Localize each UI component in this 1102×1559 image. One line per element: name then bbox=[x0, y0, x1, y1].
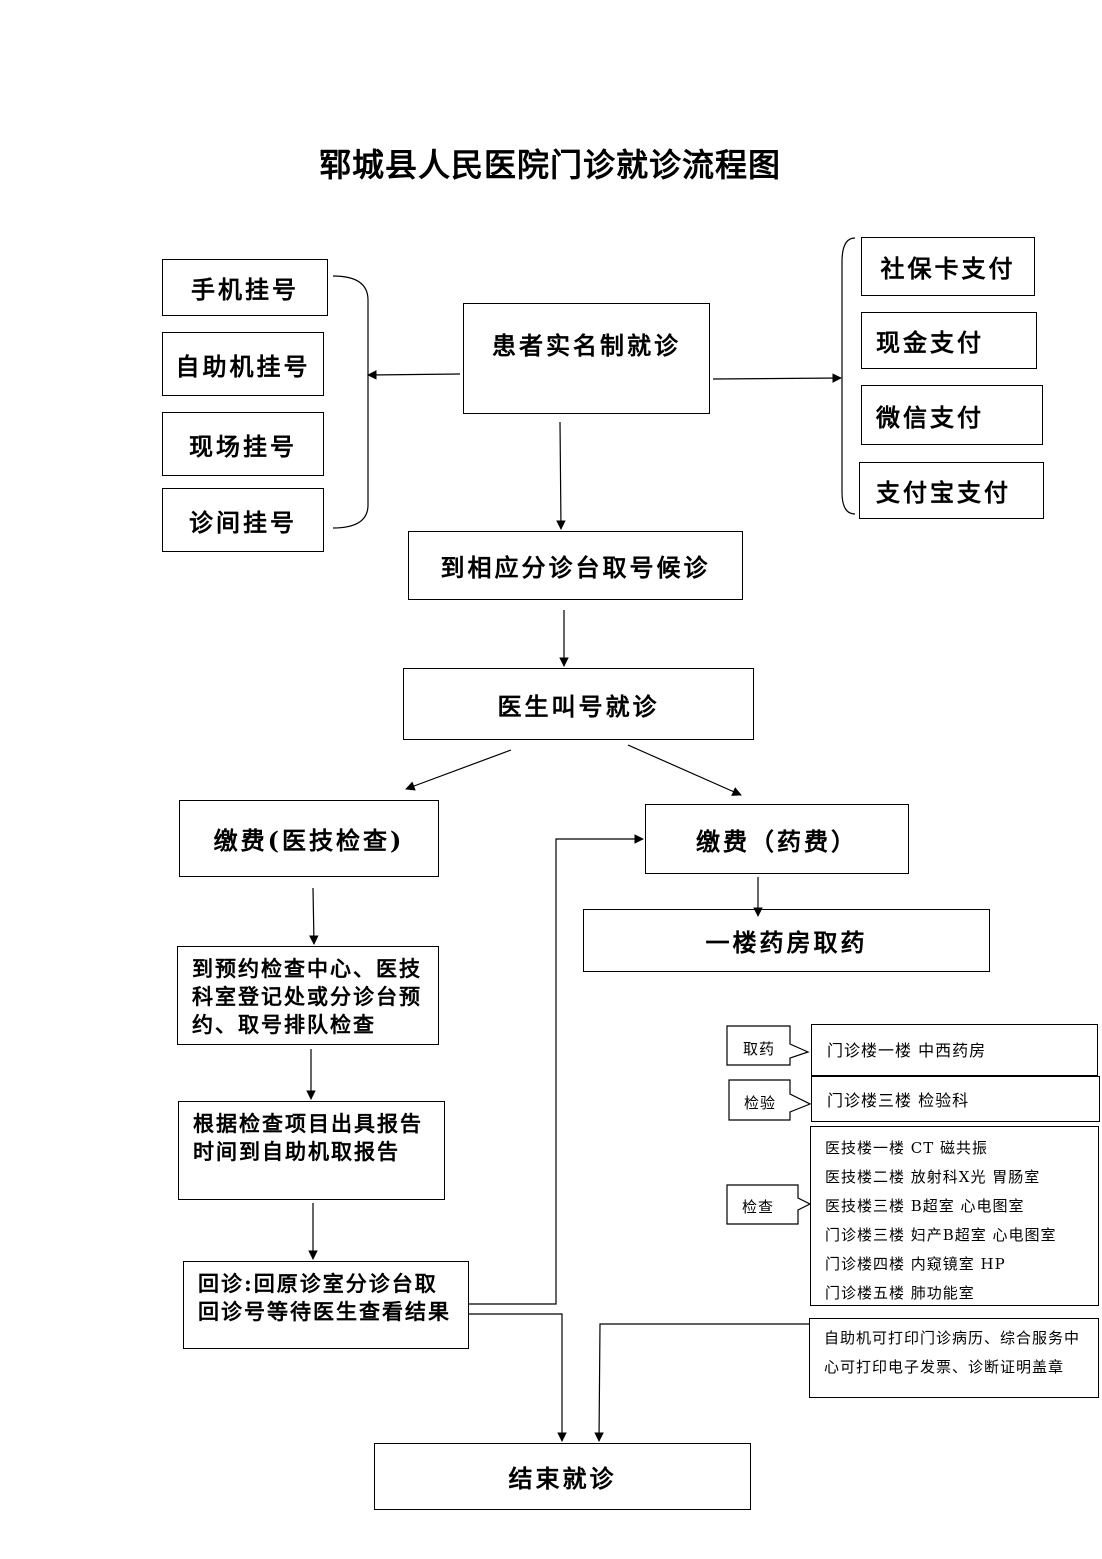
callout-lab-shape bbox=[728, 1079, 812, 1121]
arrow-revisit-end bbox=[469, 1313, 567, 1442]
reg-box-clinic: 诊间挂号 bbox=[162, 488, 324, 552]
step-real-name: 患者实名制就诊 bbox=[463, 303, 710, 414]
exam-location-line: 门诊楼四楼 内窥镜室 HP bbox=[825, 1255, 1006, 1273]
pay-label: 支付宝支付 bbox=[876, 478, 1011, 507]
pay-box-alipay: 支付宝支付 bbox=[859, 462, 1044, 519]
step-report: 根据检查项目出具报告时间到自助机取报告 bbox=[178, 1101, 445, 1200]
step-label: 缴费(医技检查) bbox=[213, 826, 405, 855]
callout-drug-shape bbox=[726, 1025, 810, 1066]
arrow-to-registration bbox=[367, 370, 461, 380]
reg-label: 自助机挂号 bbox=[175, 351, 311, 381]
reg-label: 现场挂号 bbox=[189, 431, 297, 461]
payment-bracket bbox=[841, 237, 856, 515]
info-text: 门诊楼一楼 中西药房 bbox=[827, 1041, 987, 1060]
reg-box-onsite: 现场挂号 bbox=[162, 412, 324, 476]
pay-label: 微信支付 bbox=[876, 402, 984, 432]
info-text: 门诊楼三楼 检验科 bbox=[827, 1091, 970, 1110]
info-lab-location: 门诊楼三楼 检验科 bbox=[811, 1076, 1100, 1122]
step-label: 结束就诊 bbox=[508, 1464, 617, 1493]
step-pay-exam: 缴费(医技检查) bbox=[179, 800, 439, 877]
callout-exam-shape bbox=[726, 1184, 812, 1225]
step-label: 到相应分诊台取号候诊 bbox=[440, 553, 711, 582]
arrow-doctor-paydrug bbox=[627, 744, 742, 796]
info-pharmacy-location: 门诊楼一楼 中西药房 bbox=[811, 1024, 1098, 1076]
arrow-revisit-paydrug bbox=[469, 834, 644, 1305]
step-label: 患者实名制就诊 bbox=[492, 331, 681, 360]
exam-location-line: 医技楼二楼 放射科X光 胃肠室 bbox=[825, 1168, 1041, 1186]
step-revisit: 回诊:回原诊室分诊台取回诊号等待医生查看结果 bbox=[183, 1261, 469, 1349]
step-label: 根据检查项目出具报告时间到自助机取报告 bbox=[193, 1111, 423, 1164]
reg-box-kiosk: 自助机挂号 bbox=[162, 332, 324, 396]
step-label: 缴费（药费） bbox=[696, 826, 858, 856]
arrow-to-payment bbox=[712, 373, 842, 383]
info-exam-locations: 医技楼一楼 CT 磁共振 医技楼二楼 放射科X光 胃肠室 医技楼三楼 B超室 心… bbox=[810, 1126, 1099, 1306]
step-end: 结束就诊 bbox=[374, 1443, 751, 1510]
arrow-payexam-booking bbox=[309, 887, 319, 945]
arrow-realname-triage bbox=[556, 421, 566, 530]
step-doctor-call: 医生叫号就诊 bbox=[403, 668, 754, 740]
step-label: 到预约检查中心、医技科室登记处或分诊台预约、取号排队检查 bbox=[192, 956, 422, 1037]
pay-label: 社保卡支付 bbox=[880, 254, 1016, 283]
exam-location-line: 门诊楼三楼 妇产B超室 心电图室 bbox=[825, 1226, 1057, 1244]
arrow-selfservice-end bbox=[594, 1323, 809, 1442]
callout-drug-tag: 取药 bbox=[742, 1040, 775, 1058]
page-title: 郓城县人民医院门诊就诊流程图 bbox=[318, 146, 781, 184]
info-text: 自助机可打印门诊病历、综合服务中心可打印电子发票、诊断证明盖章 bbox=[824, 1329, 1081, 1376]
step-label: 医生叫号就诊 bbox=[497, 691, 660, 721]
arrow-doctor-payexam bbox=[405, 749, 512, 791]
reg-label: 诊间挂号 bbox=[189, 507, 297, 537]
pay-box-wechat: 微信支付 bbox=[861, 385, 1043, 445]
exam-location-line: 门诊楼五楼 肺功能室 bbox=[825, 1284, 975, 1302]
pay-box-social-card: 社保卡支付 bbox=[861, 237, 1035, 296]
step-label: 一楼药房取药 bbox=[705, 928, 868, 957]
step-pay-drug: 缴费（药费） bbox=[645, 804, 909, 874]
step-label: 回诊:回原诊室分诊台取回诊号等待医生查看结果 bbox=[198, 1271, 451, 1324]
step-triage: 到相应分诊台取号候诊 bbox=[408, 531, 743, 600]
exam-location-line: 医技楼一楼 CT 磁共振 bbox=[825, 1139, 989, 1157]
reg-box-mobile: 手机挂号 bbox=[162, 259, 328, 316]
pay-label: 现金支付 bbox=[876, 328, 984, 357]
reg-label: 手机挂号 bbox=[191, 275, 299, 304]
exam-location-line: 医技楼三楼 B超室 心电图室 bbox=[825, 1197, 1025, 1215]
info-self-service: 自助机可打印门诊病历、综合服务中心可打印电子发票、诊断证明盖章 bbox=[809, 1318, 1099, 1398]
pay-box-cash: 现金支付 bbox=[861, 312, 1037, 369]
step-exam-booking: 到预约检查中心、医技科室登记处或分诊台预约、取号排队检查 bbox=[177, 946, 439, 1045]
callout-lab-tag: 检验 bbox=[743, 1094, 776, 1112]
registration-bracket bbox=[332, 275, 369, 529]
step-pharmacy: 一楼药房取药 bbox=[583, 909, 990, 972]
callout-exam-tag: 检查 bbox=[741, 1198, 774, 1216]
